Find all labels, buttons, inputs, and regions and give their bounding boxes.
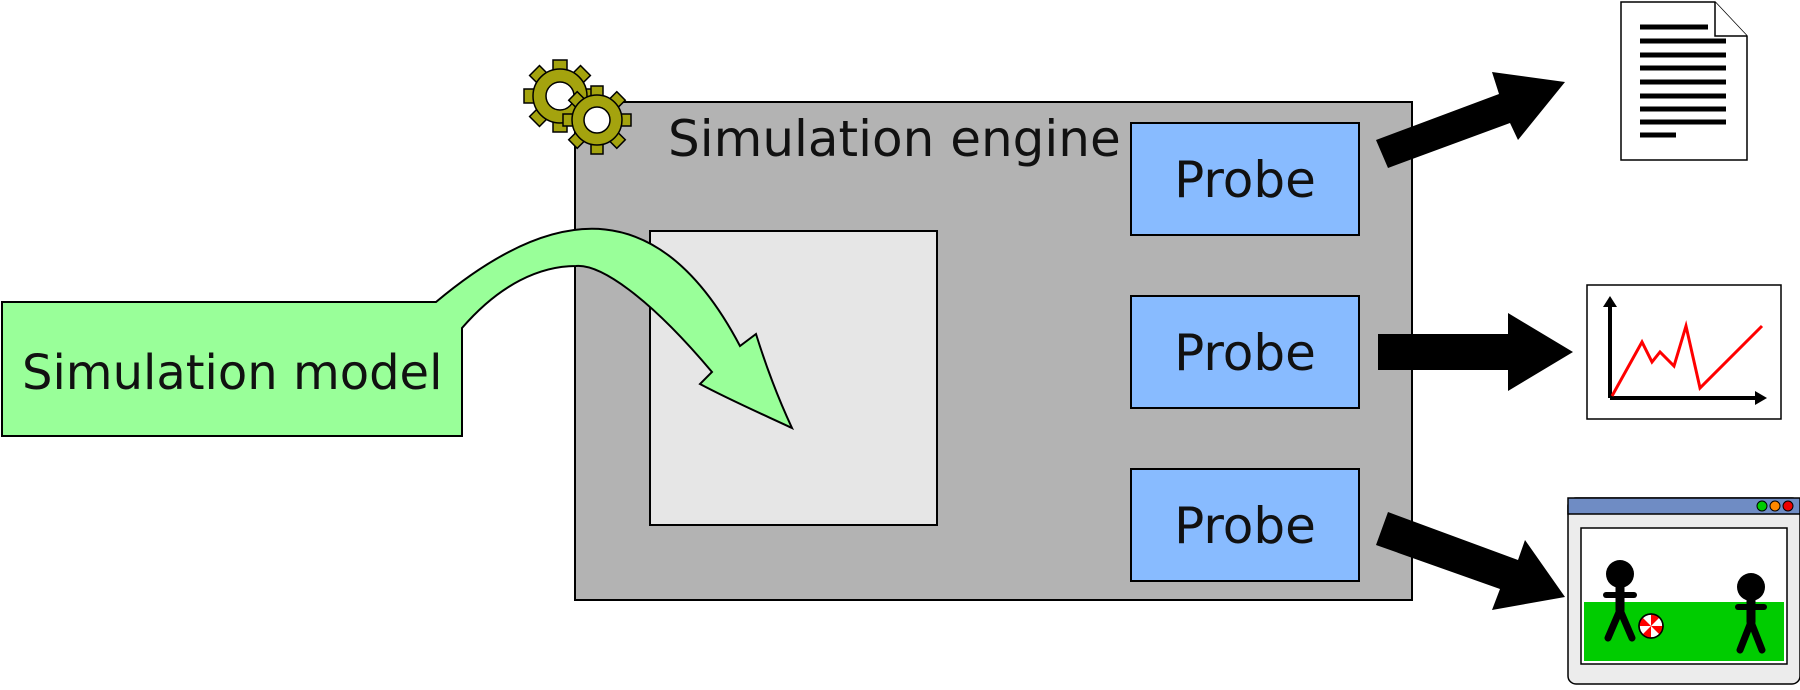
window-titlebar xyxy=(1567,497,1800,515)
model-arrow-shape xyxy=(1,227,795,437)
stick-figure-icon xyxy=(1603,560,1637,642)
window-maximize-icon xyxy=(1756,500,1768,512)
document-icon xyxy=(1620,1,1748,161)
ball-icon xyxy=(1638,613,1664,639)
simulation-model: Simulation model xyxy=(1,227,795,437)
arrow-to-chart xyxy=(1378,313,1573,391)
arrow-to-animation xyxy=(1376,512,1565,610)
arrow-to-document xyxy=(1376,72,1565,168)
gear-small-icon xyxy=(562,85,632,155)
probe-1-label: Probe xyxy=(1174,151,1316,209)
stick-figure-icon xyxy=(1735,573,1767,654)
gear-large-icon xyxy=(523,59,597,133)
probe-2-label: Probe xyxy=(1174,324,1316,382)
window-close-icon xyxy=(1782,500,1794,512)
line-chart-icon xyxy=(1586,284,1782,420)
window-minimize-icon xyxy=(1769,500,1781,512)
probe-3-label: Probe xyxy=(1174,497,1316,555)
model-label: Simulation model xyxy=(22,345,442,401)
gears-icon xyxy=(523,59,632,155)
engine-title: Simulation engine xyxy=(668,110,1121,168)
probe-2: Probe xyxy=(1130,295,1360,409)
probe-3: Probe xyxy=(1130,468,1360,582)
probe-1: Probe xyxy=(1130,122,1360,236)
engine-workspace xyxy=(649,230,938,526)
animation-window-icon xyxy=(1567,497,1800,685)
